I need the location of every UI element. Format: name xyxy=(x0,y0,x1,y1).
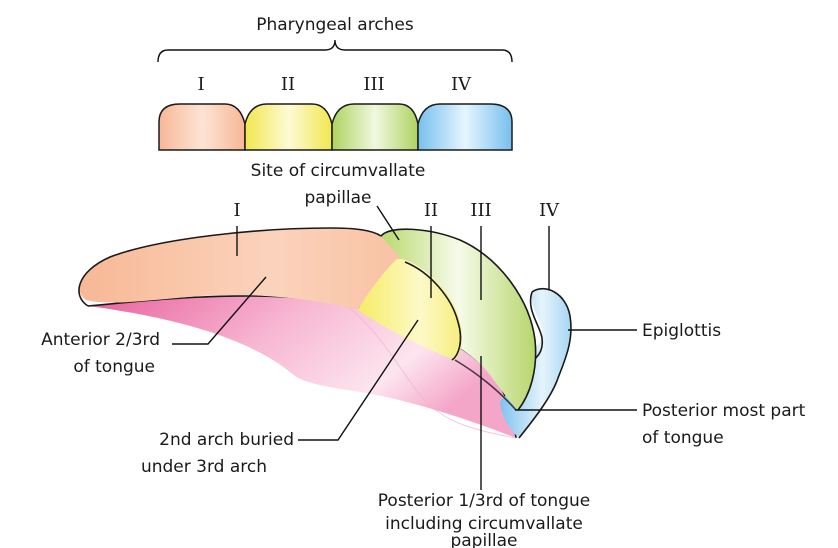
top-arch-segment-1 xyxy=(159,104,245,150)
pharyngeal-arches-title: Pharyngeal arches xyxy=(256,15,414,35)
label-posterior-most-line1: Posterior most part xyxy=(642,401,806,421)
top-arch-numeral-2: II xyxy=(281,74,295,95)
label-circumvallate-site-line2: papillae xyxy=(304,188,371,208)
label-circumvallate-site-line1: Site of circumvallate xyxy=(251,161,426,181)
tongue-numeral-1: I xyxy=(233,200,240,221)
tongue-numeral-2: II xyxy=(424,200,438,221)
label-posterior-third-line3: papillae xyxy=(450,531,517,548)
label-anterior-line2: of tongue xyxy=(73,357,155,377)
top-arch-numeral-3: III xyxy=(363,74,384,95)
top-arch-segment-2 xyxy=(245,104,332,150)
top-arch-segment-3 xyxy=(332,104,418,150)
top-arch-segment-4 xyxy=(418,104,512,150)
top-arch-numeral-1: I xyxy=(197,74,204,95)
arches-brace xyxy=(158,40,512,62)
label-second-arch-line1: 2nd arch buried xyxy=(159,430,294,450)
arch-column-labels: I II III IV xyxy=(197,74,472,95)
arch-segments xyxy=(159,104,512,150)
label-posterior-third-line1: Posterior 1/3rd of tongue xyxy=(378,491,590,511)
label-epiglottis: Epiglottis xyxy=(642,321,721,341)
label-posterior-most-line2: of tongue xyxy=(642,428,724,448)
label-anterior-line1: Anterior 2/3rd xyxy=(41,330,160,350)
tongue-numeral-4: IV xyxy=(539,200,560,221)
tongue-arch-numerals: I II III IV xyxy=(233,200,560,221)
label-second-arch-line2: under 3rd arch xyxy=(141,457,267,477)
top-arch-numeral-4: IV xyxy=(451,74,472,95)
tongue-numeral-3: III xyxy=(470,200,491,221)
